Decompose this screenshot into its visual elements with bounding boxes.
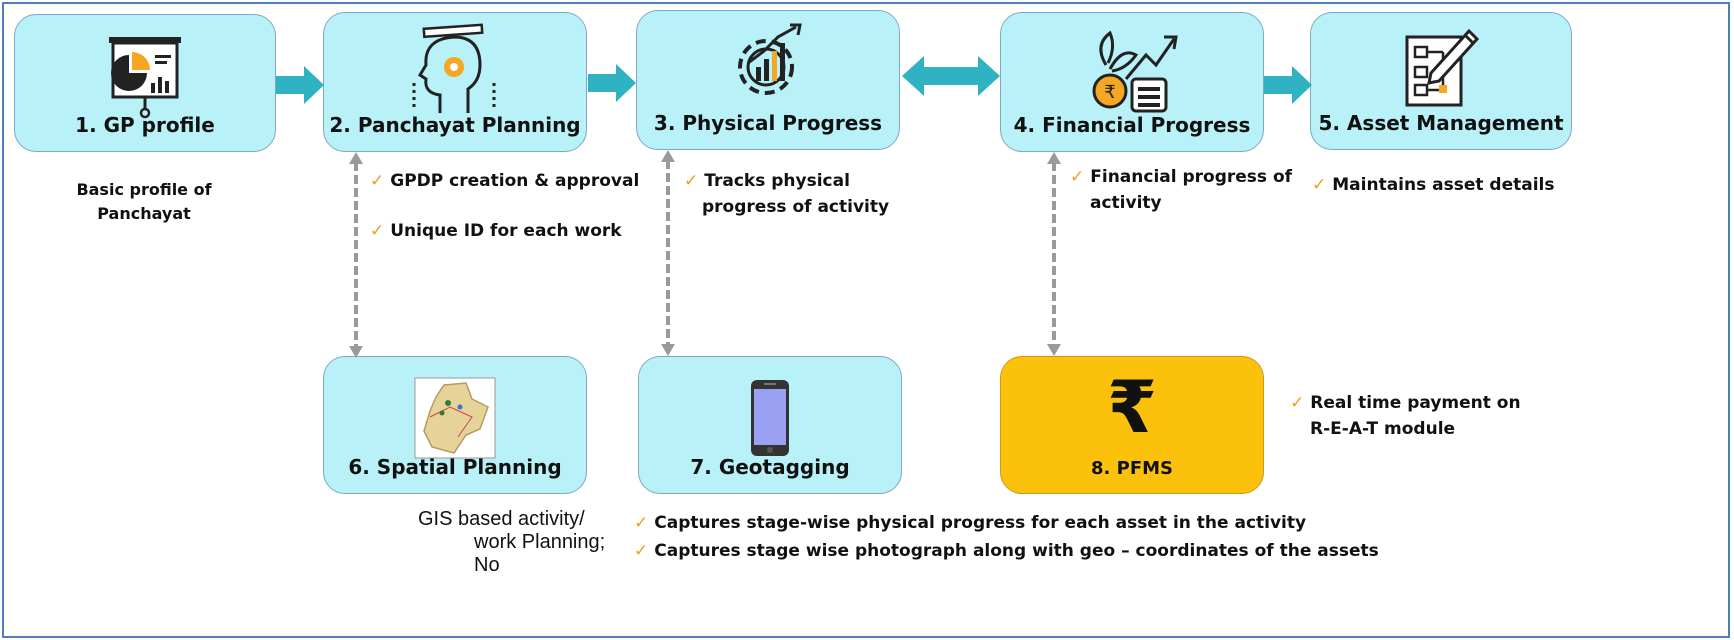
note-planning-1: ✓GPDP creation & approval xyxy=(370,168,639,194)
box-title: 4. Financial Progress xyxy=(1013,113,1251,137)
svg-text:₹: ₹ xyxy=(1104,82,1115,103)
gear-chart-icon xyxy=(738,23,802,95)
note-text: GPDP creation & approval xyxy=(390,171,640,191)
check-icon: ✓ xyxy=(684,171,699,191)
smartphone-icon xyxy=(751,380,789,456)
box-title: 2. Panchayat Planning xyxy=(329,113,581,137)
note-text: No xyxy=(474,554,500,574)
map-icon xyxy=(414,377,496,459)
box-financial-progress: ₹ 4. Financial Progress xyxy=(1000,12,1264,152)
arrow-4-to-5 xyxy=(1264,66,1312,104)
note-physical: ✓Tracks physical progress of activity xyxy=(684,168,889,220)
box-panchayat-planning: 2. Panchayat Planning xyxy=(323,12,587,152)
arrow-3-4-bidirectional xyxy=(902,56,1000,96)
connector-4-to-8 xyxy=(1047,152,1061,356)
checklist-pencil-icon xyxy=(1405,28,1480,107)
note-text: activity xyxy=(1090,193,1162,213)
check-icon: ✓ xyxy=(1290,393,1305,413)
note-text: Captures stage-wise physical progress fo… xyxy=(654,513,1307,533)
check-icon: ✓ xyxy=(370,171,385,191)
box-title: 5. Asset Management xyxy=(1318,111,1564,135)
box-physical-progress: 3. Physical Progress xyxy=(636,10,900,150)
note-text: R-E-A-T module xyxy=(1310,419,1456,439)
note-geotag-1: ✓Captures stage-wise physical progress f… xyxy=(634,510,1306,536)
box-geotagging: 7. Geotagging xyxy=(638,356,902,494)
check-icon: ✓ xyxy=(1070,167,1085,187)
presentation-chart-icon xyxy=(109,37,181,119)
note-planning-2: ✓Unique ID for each work xyxy=(370,218,622,244)
connector-3-to-7 xyxy=(661,150,675,356)
note-spatial: GIS based activity/ work Planning; No xyxy=(418,508,605,574)
box-pfms: ₹ 8. PFMS xyxy=(1000,356,1264,494)
note-text: GIS based activity/ xyxy=(418,508,585,530)
note-text: Financial progress of xyxy=(1090,167,1293,187)
note-text: Tracks physical xyxy=(704,171,850,191)
rupee-icon: ₹ xyxy=(1106,365,1158,449)
note-pfms: ✓Real time payment on R-E-A-T module xyxy=(1290,390,1521,442)
box-title: 3. Physical Progress xyxy=(653,111,883,135)
note-line: Basic profile of xyxy=(76,180,212,199)
arrow-2-to-3 xyxy=(588,64,636,102)
box-asset-management: 5. Asset Management xyxy=(1310,12,1572,150)
note-gp-profile: Basic profile of Panchayat xyxy=(68,178,220,226)
note-line: Panchayat xyxy=(97,204,191,223)
note-geotag-2: ✓Captures stage wise photograph along wi… xyxy=(634,538,1379,564)
note-text: Real time payment on xyxy=(1310,393,1521,413)
note-text: work Planning; xyxy=(474,531,606,553)
arrow-1-to-2 xyxy=(276,66,324,104)
check-icon: ✓ xyxy=(370,221,385,241)
box-title: 6. Spatial Planning xyxy=(348,455,562,479)
box-gp-profile: 1. GP profile xyxy=(14,14,276,152)
connector-2-to-6 xyxy=(349,152,363,358)
money-growth-icon: ₹ xyxy=(1092,30,1178,113)
note-asset: ✓Maintains asset details xyxy=(1312,172,1555,198)
head-planning-icon xyxy=(412,23,496,113)
note-text: Maintains asset details xyxy=(1332,175,1555,195)
note-text: Unique ID for each work xyxy=(390,221,622,241)
box-title: 1. GP profile xyxy=(75,113,215,137)
note-text: progress of activity xyxy=(702,197,890,217)
box-title: 7. Geotagging xyxy=(690,455,850,479)
box-spatial-planning: 6. Spatial Planning xyxy=(323,356,587,494)
box-title: 8. PFMS xyxy=(1091,458,1173,479)
check-icon: ✓ xyxy=(1312,175,1327,195)
check-icon: ✓ xyxy=(634,541,649,561)
note-financial: ✓Financial progress of activity xyxy=(1070,164,1292,216)
check-icon: ✓ xyxy=(634,513,649,533)
note-text: Captures stage wise photograph along wit… xyxy=(654,541,1379,561)
